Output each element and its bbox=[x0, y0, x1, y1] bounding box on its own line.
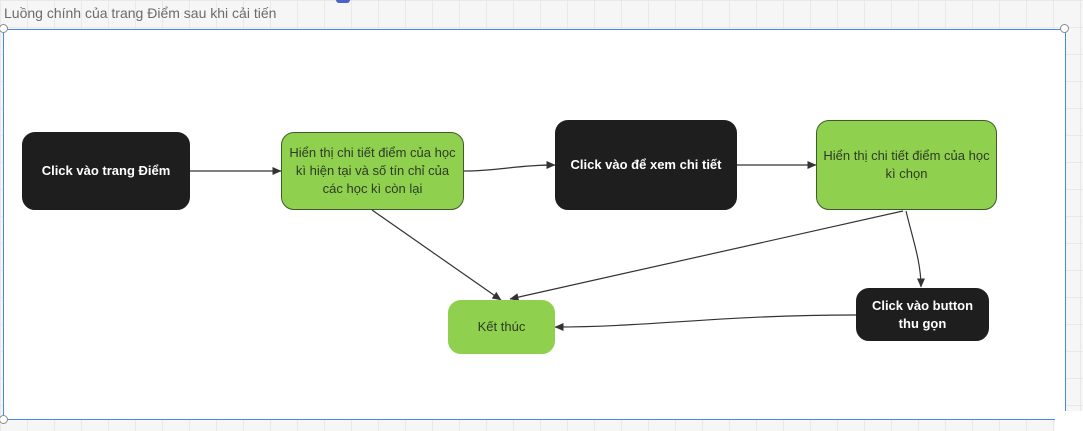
connector-collapse-to-end bbox=[554, 314, 857, 331]
node-click-view-detail[interactable]: Click vào để xem chi tiết bbox=[555, 120, 737, 210]
node-show-selected-label: Hiển thị chi tiết điểm của học kì chọn bbox=[823, 148, 990, 181]
diagram-frame[interactable] bbox=[3, 29, 1066, 420]
selection-tab-marker bbox=[336, 0, 350, 3]
node-click-view-detail-label: Click vào để xem chi tiết bbox=[570, 157, 722, 172]
node-end-label: Kết thúc bbox=[477, 319, 526, 334]
resize-handle-bottom-left[interactable] bbox=[0, 415, 8, 424]
node-click-collapse-label: Click vào button thu gọn bbox=[871, 297, 974, 331]
node-click-diem-label: Click vào trang Điểm bbox=[41, 163, 171, 178]
canvas-corner bbox=[1055, 411, 1083, 431]
node-click-diem[interactable]: Click vào trang Điểm bbox=[22, 132, 190, 210]
connector-show-current-to-end bbox=[371, 209, 502, 301]
node-show-selected[interactable]: Hiển thị chi tiết điểm của học kì chọn bbox=[816, 120, 997, 210]
frame-title[interactable]: Luồng chính của trang Điểm sau khi cải t… bbox=[4, 5, 277, 21]
resize-handle-top-right[interactable] bbox=[1060, 24, 1069, 33]
node-end[interactable]: Kết thúc bbox=[448, 300, 555, 354]
connector-show-selected-to-end bbox=[509, 210, 904, 302]
connector-show-current-to-view-detail bbox=[463, 161, 556, 172]
node-show-current-label: Hiển thị chi tiết điểm của học kì hiện t… bbox=[289, 145, 456, 196]
node-show-current[interactable]: Hiển thị chi tiết điểm của học kì hiện t… bbox=[281, 132, 464, 210]
resize-handle-top-left[interactable] bbox=[0, 24, 8, 33]
node-click-collapse[interactable]: Click vào button thu gọn bbox=[856, 288, 989, 341]
connector-show-selected-to-collapse bbox=[905, 210, 925, 288]
